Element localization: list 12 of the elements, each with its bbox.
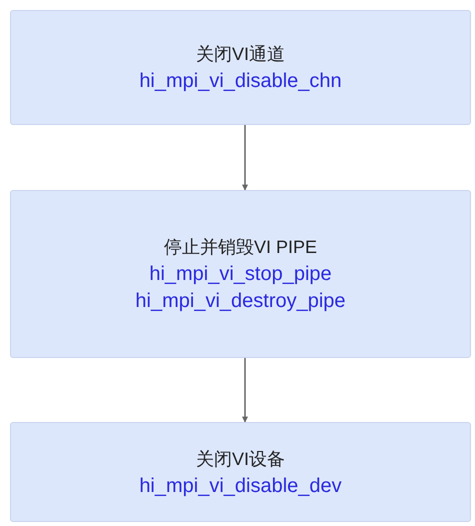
step-title: 关闭VI设备 [196, 448, 285, 470]
function-name: hi_mpi_vi_disable_chn [139, 70, 342, 93]
function-name: hi_mpi_vi_disable_dev [139, 474, 342, 498]
step-title: 停止并销毁VI PIPE [164, 236, 318, 259]
arrow [242, 358, 248, 423]
process-box [10, 422, 471, 522]
arrow [242, 125, 248, 191]
process-box [10, 190, 471, 358]
function-name: hi_mpi_vi_stop_pipe [149, 263, 332, 286]
function-name: hi_mpi_vi_destroy_pipe [135, 290, 346, 313]
step-title: 关闭VI通道 [196, 43, 285, 66]
process-box [10, 10, 471, 125]
